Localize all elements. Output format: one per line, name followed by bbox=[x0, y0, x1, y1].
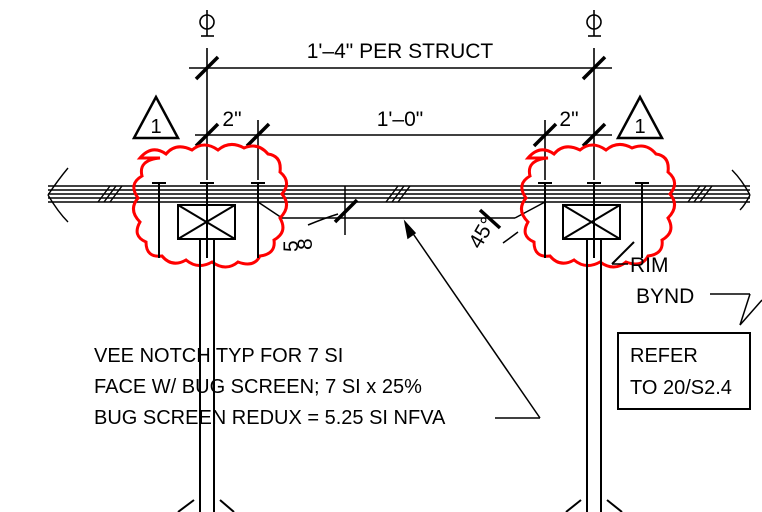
revision-triangle-right: 1 bbox=[615, 94, 665, 140]
refer-line-1: REFER bbox=[630, 345, 698, 367]
dimension-inner bbox=[194, 120, 612, 180]
note-line-3: BUG SCREEN REDUX = 5.25 SI NFVA bbox=[94, 407, 446, 429]
note-line-2: FACE W/ BUG SCREEN; 7 SI x 25% bbox=[94, 376, 422, 398]
bynd-label: BYND bbox=[636, 285, 694, 308]
note-leader bbox=[403, 219, 541, 419]
revision-mark-left: 1 bbox=[150, 116, 161, 138]
notch-depth-num: 5 bbox=[280, 240, 303, 252]
bolt-group-right bbox=[538, 182, 649, 512]
centerline-left: CL bbox=[199, 10, 215, 37]
bynd-leader bbox=[612, 263, 751, 326]
bolt-group-left bbox=[152, 182, 265, 512]
note-block: VEE NOTCH TYP FOR 7 SI FACE W/ BUG SCREE… bbox=[94, 345, 446, 429]
dim-left-offset: 2" bbox=[222, 108, 241, 131]
revision-triangle-left: 1 bbox=[131, 94, 181, 140]
dimension-overall bbox=[189, 48, 612, 180]
dim-overall-label: 1'–4" PER STRUCT bbox=[307, 40, 494, 63]
vee-notch bbox=[257, 186, 546, 244]
dim-right-offset: 2" bbox=[559, 108, 578, 131]
revision-mark-right: 1 bbox=[634, 116, 645, 138]
note-line-1: VEE NOTCH TYP FOR 7 SI bbox=[94, 345, 343, 367]
notch-depth-den: 8 bbox=[294, 238, 317, 250]
revision-cloud-left bbox=[132, 143, 288, 269]
angle-label: 45° bbox=[464, 213, 500, 252]
centerline-right bbox=[586, 10, 602, 37]
rim-label: RIM bbox=[630, 254, 669, 277]
refer-line-2: TO 20/S2.4 bbox=[630, 377, 732, 399]
revision-cloud-right bbox=[520, 143, 676, 269]
deck-plate bbox=[47, 167, 751, 223]
dim-inner-label: 1'–0" bbox=[377, 108, 424, 131]
refer-box: REFER TO 20/S2.4 bbox=[617, 299, 762, 410]
